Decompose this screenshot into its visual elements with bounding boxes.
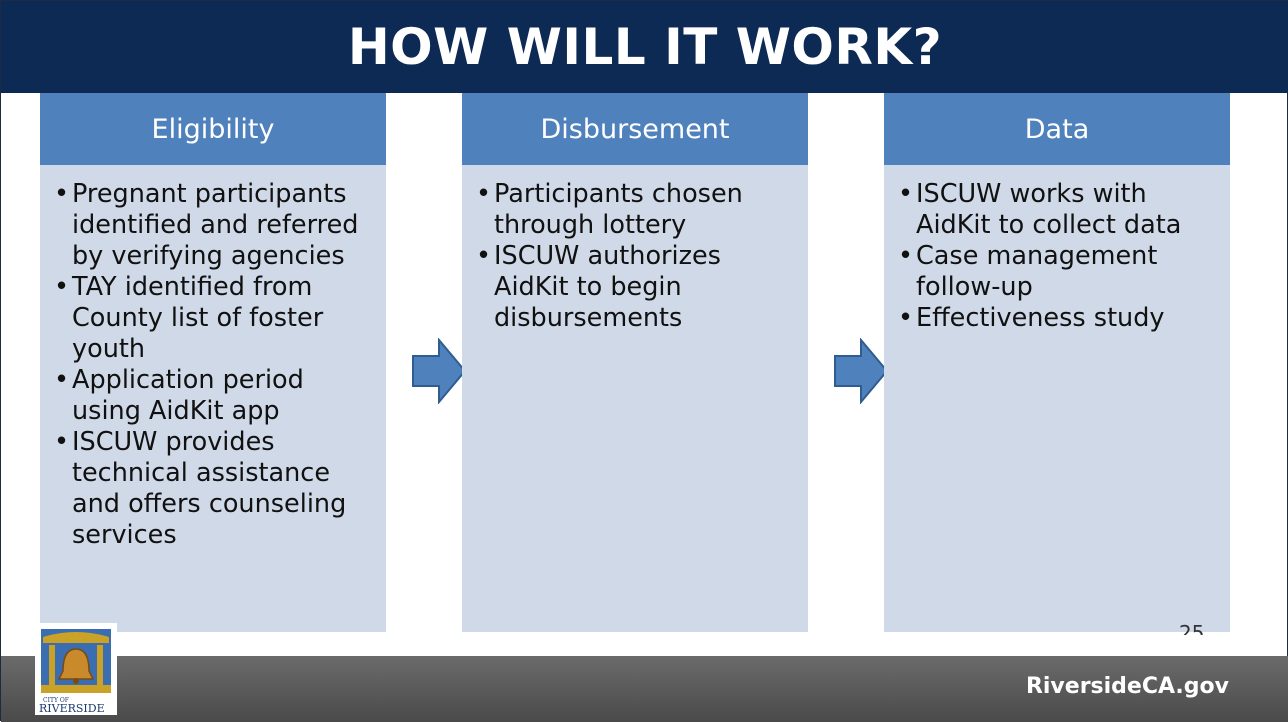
column-heading: Data xyxy=(884,93,1230,165)
arrow-right-icon xyxy=(834,338,889,404)
bullet-item: Application period using AidKit app xyxy=(52,365,374,427)
column-heading: Eligibility xyxy=(40,93,386,165)
slide-title: HOW WILL IT WORK? xyxy=(347,18,943,76)
page-number: 25 xyxy=(1179,621,1205,635)
column-body: Participants chosen through lottery ISCU… xyxy=(462,165,808,632)
bullet-list: Participants chosen through lottery ISCU… xyxy=(474,179,796,334)
bullet-item: Effectiveness study xyxy=(896,303,1218,334)
column-body: Pregnant participants identified and ref… xyxy=(40,165,386,632)
column-body: ISCUW works with AidKit to collect data … xyxy=(884,165,1230,632)
bullet-item: Pregnant participants identified and ref… xyxy=(52,179,374,272)
bullet-item: ISCUW authorizes AidKit to begin disburs… xyxy=(474,241,796,334)
bullet-list: Pregnant participants identified and ref… xyxy=(52,179,374,551)
logo-text: RIVERSIDE xyxy=(39,702,105,715)
bullet-item: ISCUW provides technical assistance and … xyxy=(52,427,374,551)
bullet-item: TAY identified from County list of foste… xyxy=(52,272,374,365)
logo-top-text: CITY OF xyxy=(43,697,69,704)
bullet-item: Participants chosen through lottery xyxy=(474,179,796,241)
city-logo-bell-icon: CITY OF RIVERSIDE xyxy=(35,623,117,715)
column-heading: Disbursement xyxy=(462,93,808,165)
bullet-item: ISCUW works with AidKit to collect data xyxy=(896,179,1218,241)
footer-bar: RiversideCA.gov xyxy=(1,656,1288,722)
footer-website: RiversideCA.gov xyxy=(1025,674,1229,699)
bullet-list: ISCUW works with AidKit to collect data … xyxy=(896,179,1218,334)
arrow-right-icon xyxy=(412,338,467,404)
bullet-item: Case management follow-up xyxy=(896,241,1218,303)
title-bar: HOW WILL IT WORK? xyxy=(1,1,1288,93)
